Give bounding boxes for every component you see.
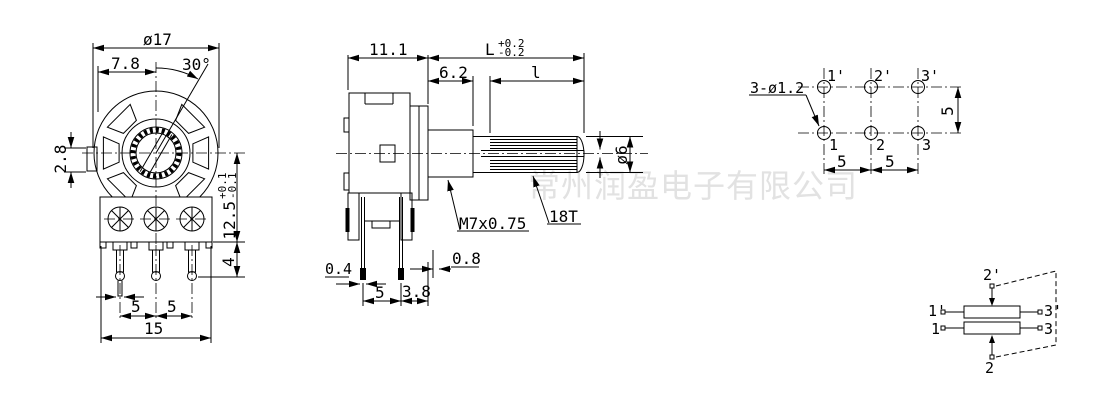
castellation [99,241,107,249]
terminal-node [989,283,995,289]
schematic: 2' 1' 3' 1 3 2 [928,266,1062,377]
dim-front-angle: 30° [182,55,211,74]
dim-front-pitch-2: 5 [167,297,177,316]
company-watermark: 常州润盈电子有限公司 [528,167,858,205]
pcb-layout: 1' 2' 3' 1 2 3 3-ø1.2 5 5 5 [749,67,964,176]
knurl-teeth-callout: 18T [549,207,578,226]
body-square-hole [379,144,396,163]
mounting-hole [817,126,831,140]
svg-text:+0.1: +0.1 [216,173,229,200]
hole-label-3: 3 [922,136,931,154]
dim-front-tab-height: 2.8 [51,145,70,174]
mounting-hole [864,80,878,94]
mounting-hole [911,126,925,140]
dim-side-knurl-length: l [531,63,541,82]
svg-text:12.5: 12.5 [220,201,239,240]
mounting-hole [864,126,878,140]
dim-side-shaft-length: L [485,40,495,59]
dim-side-shaft-tol-upper: +0.2 [498,37,525,50]
castellation [166,241,174,249]
dim-front-diameter: ø17 [143,30,172,49]
dim-side-flange-thickness: 0.8 [452,249,481,268]
wedge [192,136,210,170]
shaft-slot-edge [147,134,173,177]
terminal-node [940,309,946,315]
dim-front-flat-width: 7.8 [111,54,140,73]
resistor-element-gang2 [963,321,1021,335]
svg-text:-0.1: -0.1 [226,173,239,200]
leg-section-mark [345,208,350,232]
leader-line [447,179,461,231]
knurl-lines [490,139,577,170]
leader-line [805,94,820,127]
hole-label-1p: 1' [827,67,845,85]
hole-label-3p: 3' [921,67,939,85]
angle-index-line [155,63,209,154]
body-detail [371,220,391,229]
dim-side-shaft-tol-lower: -0.2 [498,46,525,59]
angle-arc [155,67,199,80]
anti-rotation-tab [86,146,98,172]
wedge [106,103,137,134]
body-tab [343,172,350,191]
wiper-arrow [989,335,995,343]
shaft-end-cap [576,136,585,173]
terminal-node [1037,309,1043,315]
pin-tail [117,280,123,297]
dim-pcb-col-pitch-2: 5 [885,152,895,171]
wiper-arrow [989,298,995,306]
schematic-label-2p: 2' [983,266,1001,284]
terminal-node [1037,325,1043,331]
shaft-slot-edge [139,129,165,172]
side-body [348,92,411,194]
support-leg [347,192,360,241]
shaft [472,136,578,173]
dim-pcb-row-pitch: 5 [938,106,957,116]
leg-section-mark [410,208,415,232]
dim-front-pin-exposed: 4 [219,257,238,267]
dim-side-shaft-diameter: ø6 [612,145,631,164]
mounting-hole [817,80,831,94]
gang-link [995,270,1057,358]
dim-side-pin-thickness: 0.4 [325,260,352,278]
schematic-label-1p: 1' [928,302,946,320]
schematic-label-2: 2 [985,359,994,377]
thread-callout: M7x0.75 [459,214,526,233]
castellation [130,241,138,249]
dim-side-pin-pitch: 5 [375,283,385,302]
dim-front-body-width: 15 [144,319,163,338]
dim-front-pitch-1: 5 [131,297,141,316]
schematic-label-3: 3 [1044,320,1053,338]
dim-side-body-depth: 11.1 [369,40,408,59]
hole-label-2: 2 [876,136,885,154]
dim-pcb-col-pitch-1: 5 [837,152,847,171]
mounting-hole [911,80,925,94]
hole-label-2p: 2' [874,67,892,85]
castellation [205,241,213,249]
pin-tip [360,268,366,280]
pin-tip [398,268,404,280]
leader-line [532,175,550,224]
dim-front-center-height: 12.5 +0.1 -0.1 [216,173,239,240]
dim-side-bushing-length: 6.2 [439,63,468,82]
wedge [175,103,206,134]
wedge [102,136,120,170]
resistor-element-gang1 [963,305,1021,319]
front-view: ø17 7.8 30° 2.8 12.5 +0.1 -0.1 4 5 5 [51,30,247,343]
terminal-node [940,325,946,331]
dim-side-pin-offset: 3.8 [402,282,431,301]
schematic-label-1: 1 [931,320,940,338]
hole-label-1: 1 [829,136,838,154]
schematic-label-3p: 3' [1044,302,1062,320]
body-tab [343,117,350,133]
hole-size-callout: 3-ø1.2 [750,79,804,97]
side-view: 11.1 L +0.2 -0.2 6.2 l ø6 M7x0.75 18T 0.… [325,37,648,306]
